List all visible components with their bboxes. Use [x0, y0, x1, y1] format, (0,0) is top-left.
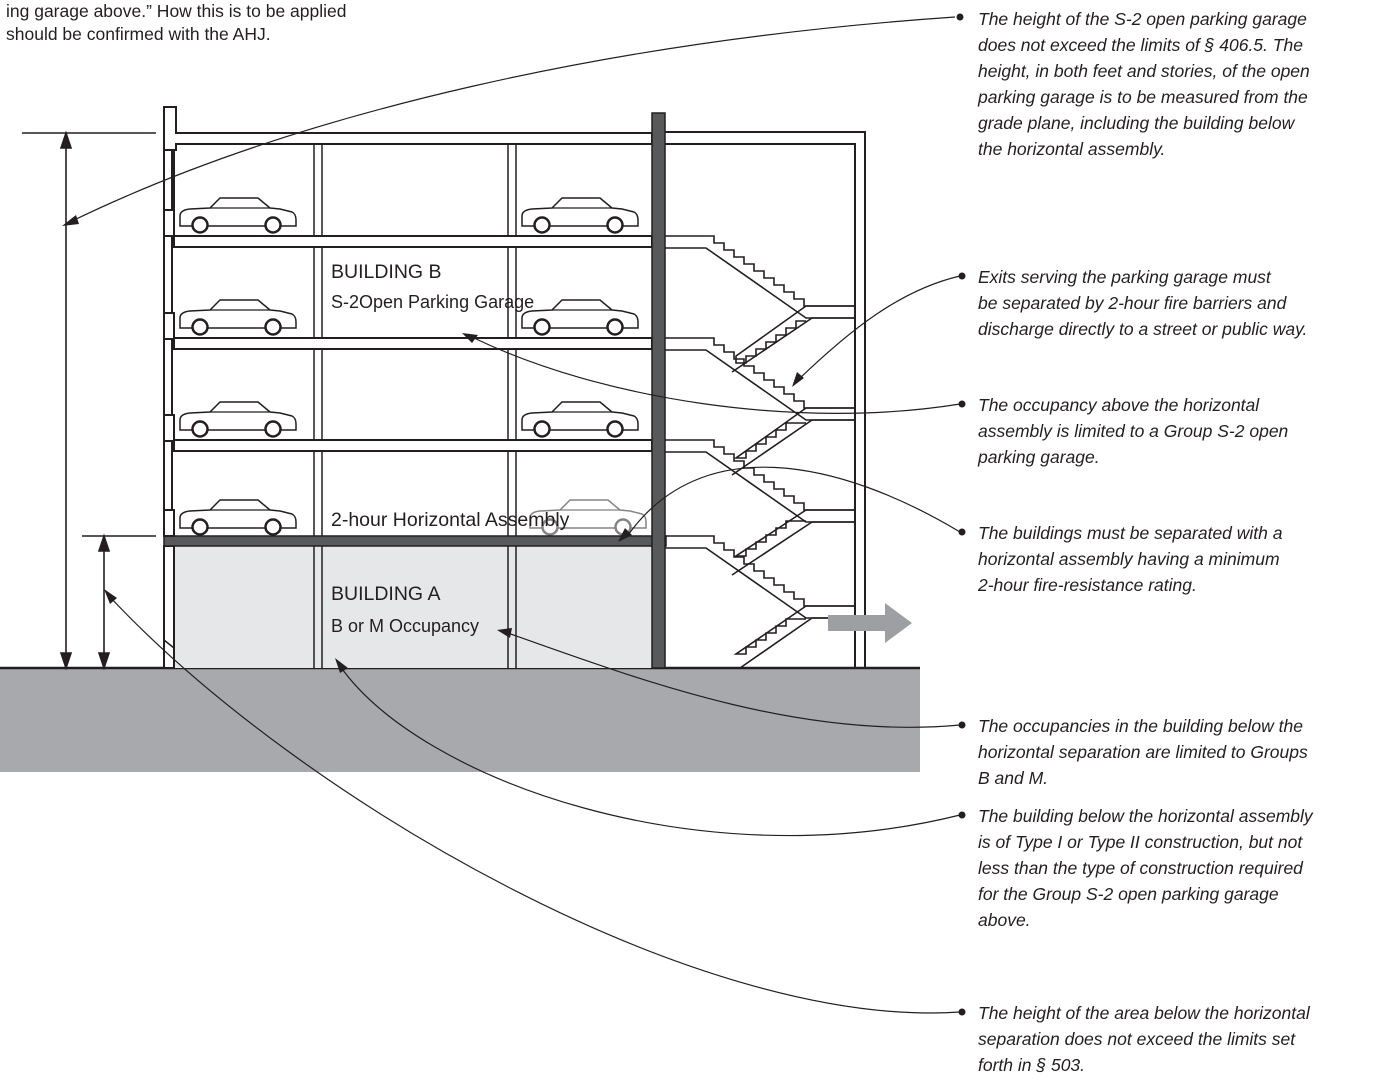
- ground: [0, 668, 920, 772]
- callout-line: less than the type of construction requi…: [978, 858, 1303, 878]
- building-a: [174, 546, 652, 668]
- callout-line: the horizontal assembly.: [978, 139, 1166, 159]
- callout-line: Exits serving the parking garage must: [978, 267, 1271, 287]
- callout-line: assembly is limited to a Group S-2 open: [978, 421, 1289, 441]
- callout-line: 2-hour fire-resistance rating.: [978, 575, 1197, 595]
- callout-line: discharge directly to a street or public…: [978, 319, 1308, 339]
- callout-garage-height: The height of the S-2 open parking garag…: [978, 6, 1310, 162]
- building-b-subtitle: S-2Open Parking Garage: [331, 292, 535, 312]
- callout-line: forth in § 503.: [978, 1055, 1086, 1075]
- callout-line: be separated by 2-hour fire barriers and: [978, 293, 1287, 313]
- callout-separation: The buildings must be separated with a h…: [978, 520, 1282, 598]
- columns: [313, 144, 517, 668]
- horizontal-assembly: [163, 535, 667, 547]
- car-icon: [520, 298, 640, 336]
- intro-text: ing garage above.” How this is to be app…: [6, 0, 436, 46]
- building-a-title: BUILDING A: [331, 583, 441, 605]
- intro-line: should be confirmed with the AHJ.: [6, 24, 271, 44]
- horizontal-assembly-label: 2-hour Horizontal Assembly: [331, 509, 570, 531]
- fire-barrier-wall: [651, 112, 666, 669]
- callout-line: is of Type I or Type II construction, bu…: [978, 832, 1303, 852]
- stair-icon: [665, 235, 855, 669]
- callout-line: separation does not exceed the limits se…: [978, 1029, 1296, 1049]
- leader-lines: [69, 16, 961, 1014]
- callout-line: horizontal assembly having a minimum: [978, 549, 1280, 569]
- callout-line: for the Group S-2 open parking garage: [978, 884, 1279, 904]
- cars: [178, 196, 648, 536]
- callout-line: parking garage.: [978, 447, 1100, 467]
- callout-line: The height of the area below the horizon…: [978, 1003, 1310, 1023]
- leader-arrowheads: [62, 215, 804, 673]
- callout-exits: Exits serving the parking garage must be…: [978, 264, 1307, 342]
- callout-line: horizontal separation are limited to Gro…: [978, 742, 1308, 762]
- callout-line: B and M.: [978, 768, 1049, 788]
- callout-height-below: The height of the area below the horizon…: [978, 1000, 1310, 1078]
- callout-occupancies-below: The occupancies in the building below th…: [978, 713, 1308, 791]
- car-icon: [178, 298, 298, 336]
- callout-bullets: [956, 13, 966, 1016]
- callout-line: grade plane, including the building belo…: [978, 113, 1295, 133]
- car-icon: [178, 196, 298, 234]
- dimension-arrow-icon: [22, 130, 156, 671]
- building-b-title: BUILDING B: [331, 261, 442, 283]
- callout-line: The height of the S-2 open parking garag…: [978, 9, 1307, 29]
- callout-construction-type: The building below the horizontal assemb…: [978, 803, 1313, 933]
- callout-line: The building below the horizontal assemb…: [978, 806, 1313, 826]
- car-icon: [520, 196, 640, 234]
- callout-occupancy-above: The occupancy above the horizontal assem…: [978, 392, 1288, 470]
- car-icon: [520, 400, 640, 438]
- building-a-left-wall: [163, 545, 175, 669]
- car-icon: [178, 400, 298, 438]
- stair-enclosure: [665, 131, 866, 668]
- intro-line: ing garage above.” How this is to be app…: [6, 1, 347, 21]
- callout-line: The buildings must be separated with a: [978, 523, 1283, 543]
- exit-arrow-icon: [828, 603, 912, 643]
- building-a-subtitle: B or M Occupancy: [331, 616, 480, 636]
- callout-line: The occupancies in the building below th…: [978, 716, 1303, 736]
- callout-line: The occupancy above the horizontal: [978, 395, 1260, 415]
- callout-line: height, in both feet and stories, of the…: [978, 61, 1310, 81]
- callout-line: does not exceed the limits of § 406.5. T…: [978, 35, 1303, 55]
- car-icon: [178, 498, 298, 536]
- callout-line: above.: [978, 910, 1031, 930]
- callout-line: parking garage is to be measured from th…: [978, 87, 1308, 107]
